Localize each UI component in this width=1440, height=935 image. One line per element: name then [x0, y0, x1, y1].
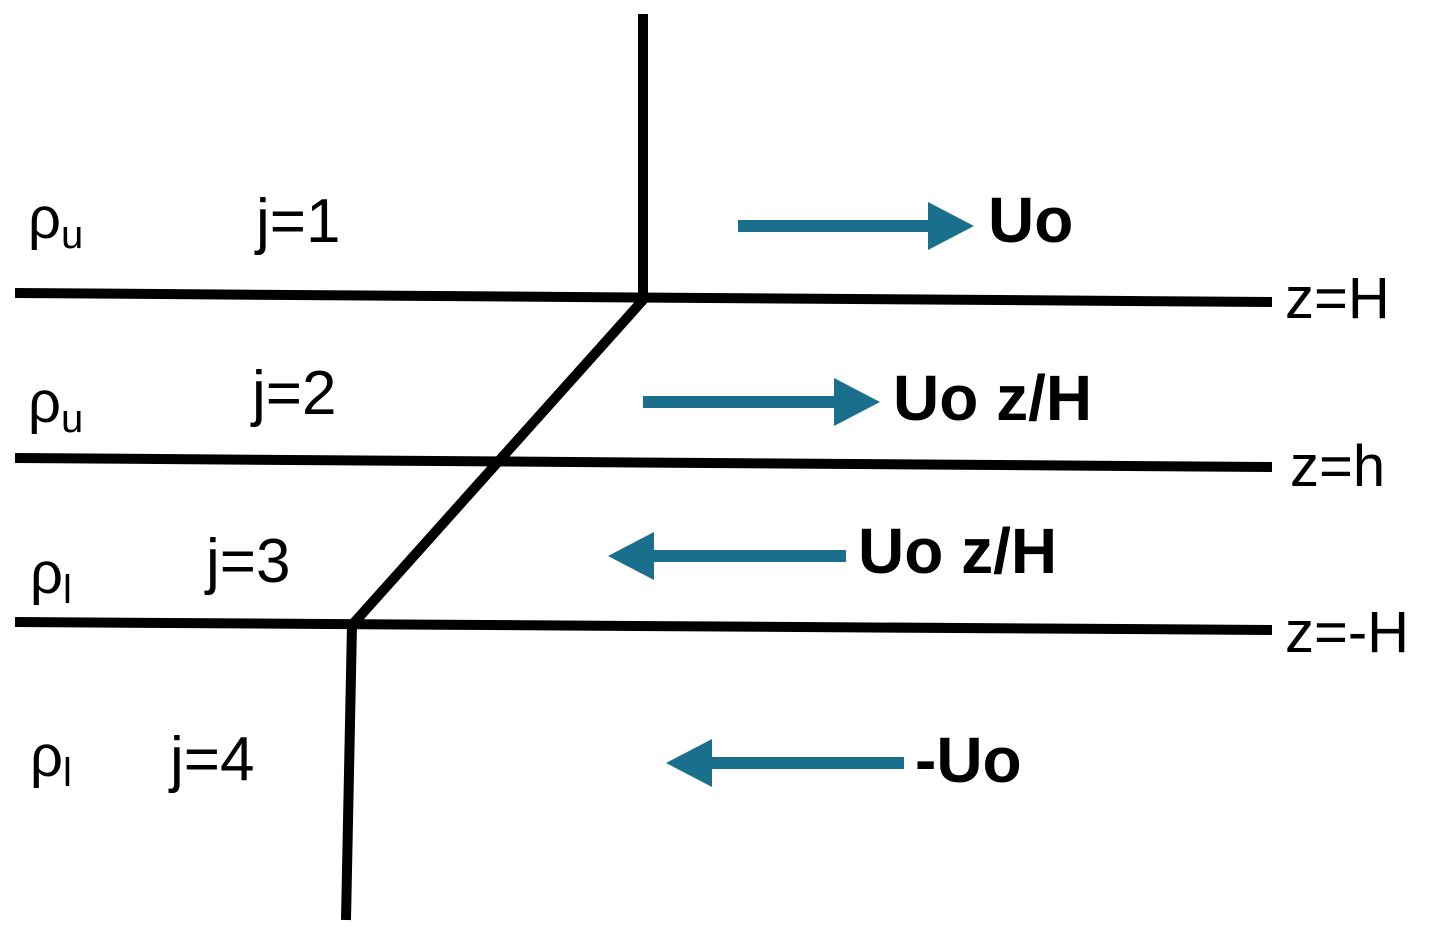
arrow-left-layer-3	[608, 532, 846, 580]
interface-label-middle: z=h	[1290, 434, 1385, 499]
interface-label-lower: z=-H	[1285, 600, 1409, 665]
interface-line-middle	[14, 453, 1273, 472]
arrow-left-layer-4	[666, 739, 904, 787]
velocity-label-layer-2: Uo z/H	[893, 362, 1092, 434]
layer-index-label-4: j=4	[168, 725, 254, 794]
velocity-label-layer-4: -Uo	[915, 724, 1022, 796]
layer-index-label-3: j=3	[204, 527, 290, 596]
density-label-layer-1: ρu	[28, 186, 83, 257]
velocity-label-layer-1: Uo	[988, 184, 1073, 256]
density-label-layer-2: ρu	[28, 370, 83, 441]
velocity-label-layer-3: Uo z/H	[858, 515, 1057, 587]
layer-index-label-2: j=2	[250, 359, 336, 428]
arrow-right-layer-2	[643, 378, 880, 426]
velocity-profile-line	[341, 14, 648, 921]
density-label-layer-3: ρl	[30, 541, 72, 612]
layer-index-label-1: j=1	[254, 187, 340, 256]
arrow-right-layer-1	[738, 202, 974, 250]
interface-label-upper: z=H	[1285, 266, 1390, 331]
interface-line-lower	[14, 617, 1273, 635]
density-label-layer-4: ρl	[30, 724, 72, 795]
